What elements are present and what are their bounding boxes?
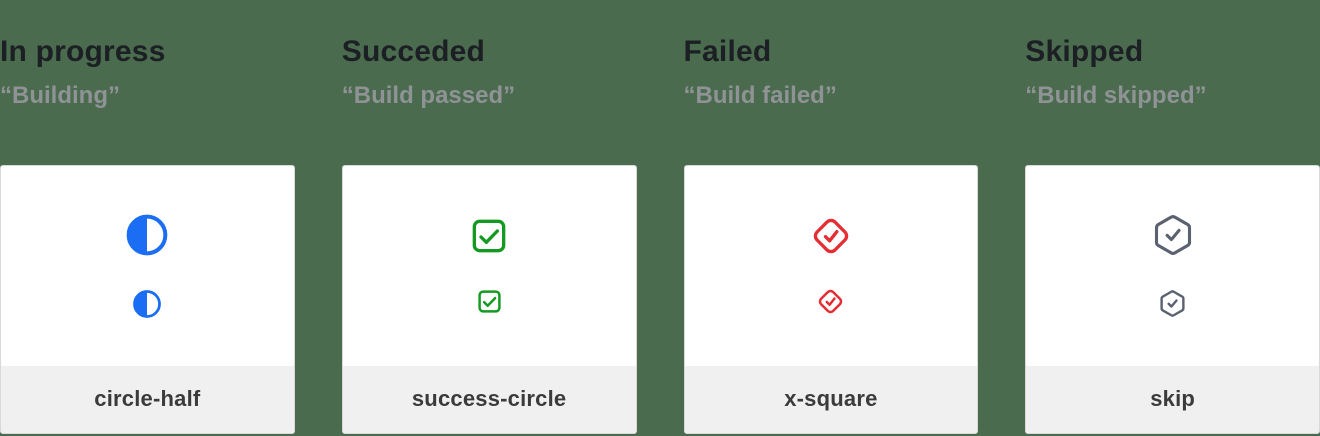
status-column-failed: Failed “Build failed” x-square [683, 0, 979, 436]
icon-card: success-circle [341, 164, 637, 434]
icon-card-footer: skip [1026, 365, 1319, 433]
icon-card: circle-half [0, 164, 295, 434]
status-message: “Build failed” [683, 82, 837, 109]
check-hexagon-icon-large [1151, 213, 1195, 257]
icon-card: skip [1025, 164, 1320, 434]
check-square-icon-large [469, 216, 509, 256]
icon-card-body [343, 166, 636, 366]
check-diamond-icon-large [811, 216, 851, 256]
status-message: “Build skipped” [1025, 82, 1207, 109]
status-message: “Build passed” [341, 82, 516, 109]
icon-card-footer: circle-half [1, 365, 294, 433]
status-column-in-progress: In progress “Building” circle- [0, 0, 295, 436]
status-title: Failed [683, 35, 772, 68]
icon-name-label: x-square [784, 386, 878, 412]
check-square-icon-small [476, 288, 503, 315]
icon-card-footer: x-square [684, 365, 978, 433]
status-message: “Building” [0, 82, 120, 109]
icon-card-footer: success-circle [342, 365, 636, 433]
icon-card-body [1026, 166, 1319, 366]
icon-card-body [685, 166, 978, 366]
icon-name-label: circle-half [94, 386, 201, 412]
icon-card: x-square [683, 164, 979, 434]
circle-half-icon-large [125, 213, 169, 257]
icon-name-label: skip [1150, 386, 1196, 412]
check-diamond-icon-small [817, 288, 844, 315]
icon-name-label: success-circle [411, 386, 567, 412]
circle-half-icon-small [132, 289, 162, 319]
icon-card-body [1, 166, 294, 366]
status-title: Succeded [341, 35, 486, 68]
status-title: Skipped [1025, 35, 1144, 68]
status-column-succeded: Succeded “Build passed” succes [341, 0, 637, 436]
status-column-skipped: Skipped “Build skipped” skip [1025, 0, 1320, 436]
status-title: In progress [0, 35, 166, 68]
check-hexagon-icon-small [1158, 289, 1187, 318]
